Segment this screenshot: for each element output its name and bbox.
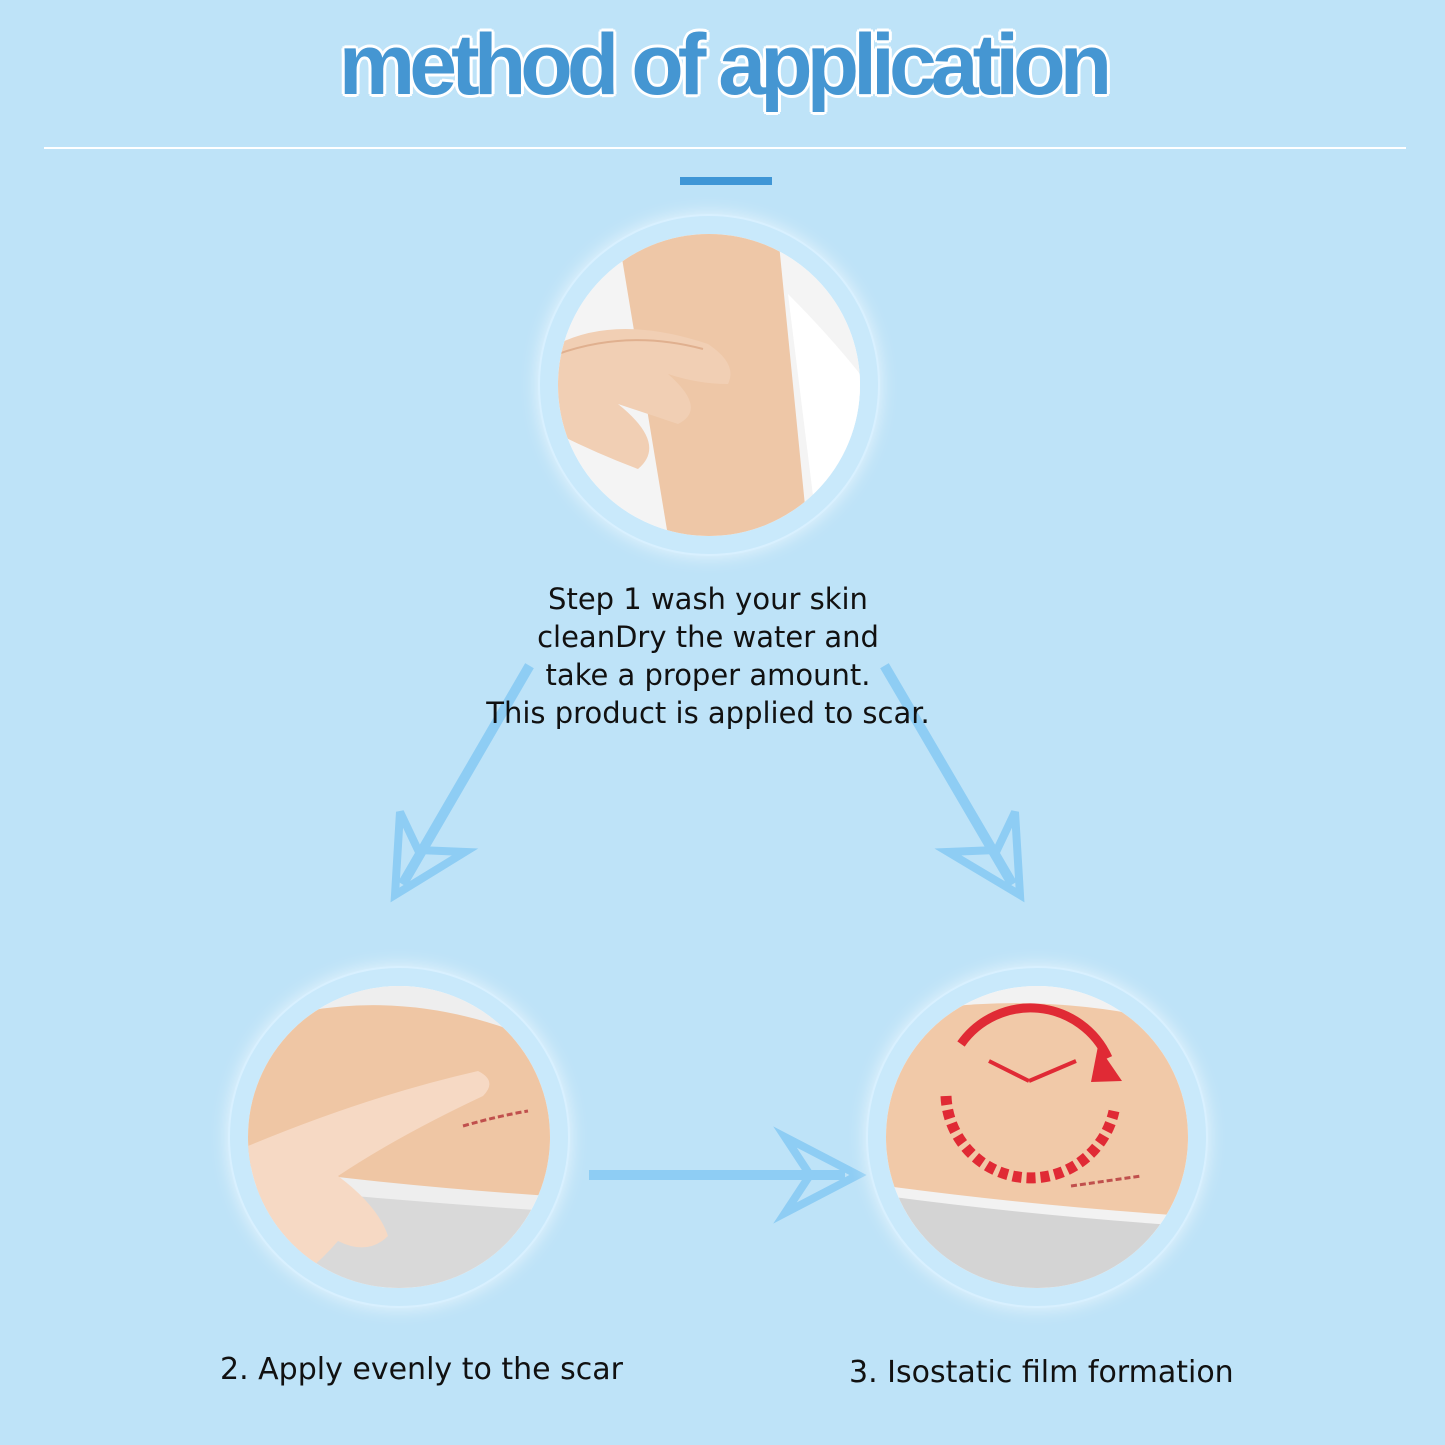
step3-label: 3. Isostatic film formation: [849, 1355, 1234, 1390]
step1-photo: [540, 216, 878, 554]
step3-photo: [868, 968, 1206, 1306]
step1-line: This product is applied to scar.: [486, 696, 930, 730]
step2-photo: [230, 968, 568, 1306]
step1-line: cleanDry the water and: [537, 620, 879, 654]
step1-line: take a proper amount.: [545, 658, 871, 692]
accent-bar: [680, 177, 772, 185]
arrowhead-horizontal-icon: [773, 1126, 867, 1224]
title-divider: [44, 147, 1406, 149]
clock-icon: [940, 1003, 1122, 1184]
step1-description: Step 1 wash your skin cleanDry the water…: [440, 580, 976, 732]
arrowhead-right-icon: [934, 810, 1025, 903]
arrow-step1-to-step3: [880, 663, 1017, 887]
arrow-step1-to-step2: [398, 663, 534, 887]
page-title: method of application: [338, 17, 1112, 113]
arrowhead-left-icon: [390, 810, 479, 903]
step1-line: Step 1 wash your skin: [548, 582, 868, 616]
step2-label: 2. Apply evenly to the scar: [220, 1352, 623, 1387]
